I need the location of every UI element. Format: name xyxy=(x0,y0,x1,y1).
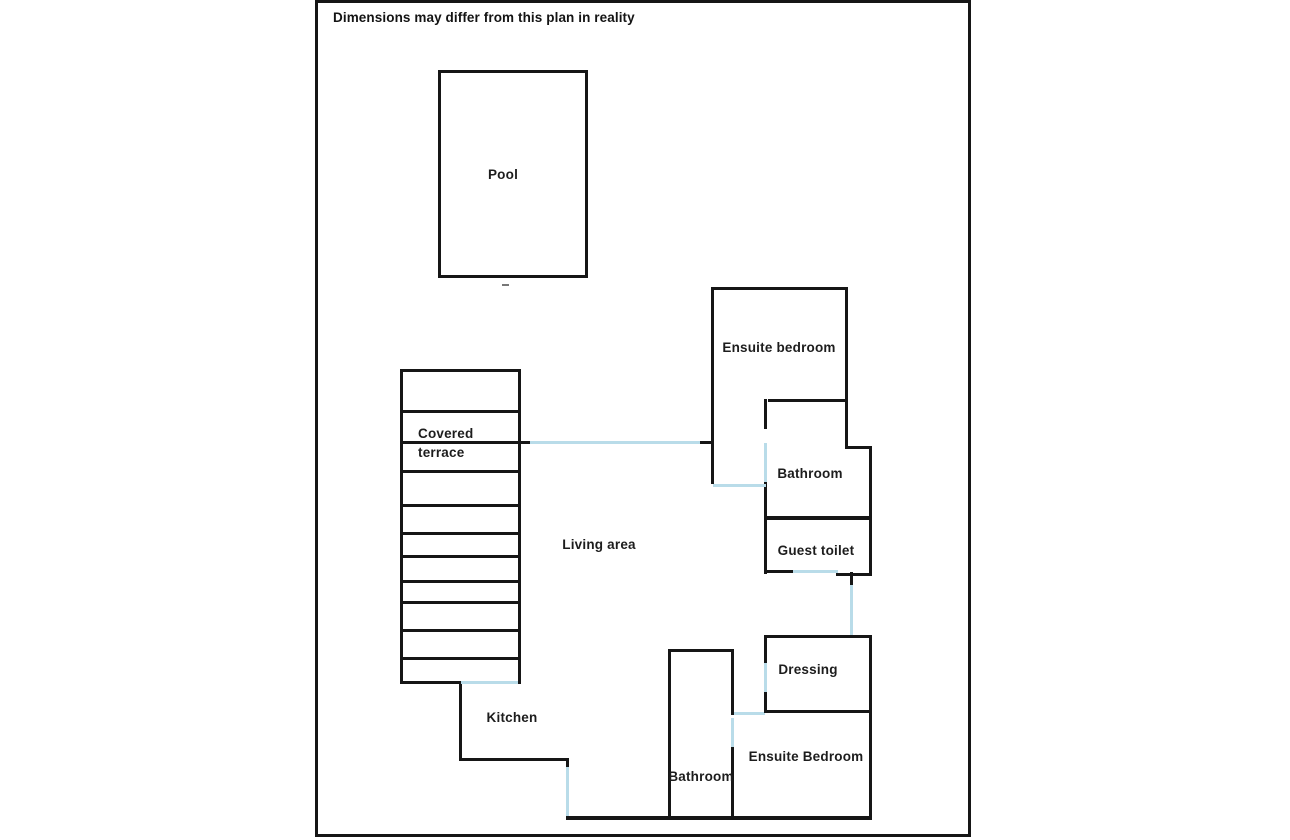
terrace-slat xyxy=(400,580,521,583)
terrace-slat xyxy=(400,441,521,444)
pool-label: Pool xyxy=(487,167,519,182)
guest-toilet-bottom-wall xyxy=(764,570,795,573)
door-opening xyxy=(713,484,766,487)
bathroom-bottom-label: Bathroom xyxy=(668,769,734,784)
bathroom-bottom-right-wall xyxy=(731,747,734,820)
wall-segment xyxy=(566,758,569,768)
guest-toilet-label: Guest toilet xyxy=(777,543,855,558)
bathroom-bottom-right-wall xyxy=(731,649,734,715)
bottom-wall xyxy=(566,816,872,820)
wall-segment xyxy=(700,441,713,444)
terrace-slat xyxy=(400,504,521,507)
terrace-outline xyxy=(400,369,521,684)
bathroom-top-right-wall xyxy=(845,399,848,448)
covered-terrace-label-line1: Covered xyxy=(418,426,474,441)
covered-terrace-label: Covered terrace xyxy=(418,424,473,462)
door-opening xyxy=(530,441,702,444)
wall-segment xyxy=(518,441,531,444)
door-opening xyxy=(734,712,765,715)
kitchen-bottom-wall xyxy=(459,758,569,761)
bathroom-bottom-top-wall xyxy=(668,649,734,652)
bathroom-top-top-wall xyxy=(768,399,848,402)
covered-terrace-label-line2: terrace xyxy=(418,445,465,460)
terrace-slat xyxy=(400,629,521,632)
disclaimer-text: Dimensions may differ from this plan in … xyxy=(333,10,635,25)
dressing-top-wall xyxy=(764,635,872,638)
terrace-slat xyxy=(400,601,521,604)
dressing-left-wall xyxy=(764,635,767,665)
door-opening xyxy=(850,585,853,635)
pool-outline xyxy=(438,70,588,278)
bathroom-top-left-wall xyxy=(764,482,767,574)
right-wall xyxy=(869,635,872,820)
living-area-label: Living area xyxy=(562,537,636,552)
terrace-slat xyxy=(400,657,521,660)
bathroom-top-label: Bathroom xyxy=(777,466,843,481)
kitchen-left-wall xyxy=(459,684,462,761)
dressing-label: Dressing xyxy=(778,662,838,677)
bathroom-bottom-left-wall xyxy=(668,649,671,820)
wall-segment xyxy=(850,572,853,586)
bathroom-top-left-wall xyxy=(764,399,767,429)
terrace-slat xyxy=(400,532,521,535)
ensuite-top-right-wall xyxy=(845,287,848,402)
door-opening xyxy=(793,570,838,573)
door-opening xyxy=(461,681,518,684)
door-opening xyxy=(566,767,569,817)
ensuite-bedroom-bottom-label: Ensuite Bedroom xyxy=(748,749,864,764)
door-opening xyxy=(731,718,734,749)
kitchen-label: Kitchen xyxy=(486,710,538,725)
terrace-slat xyxy=(400,470,521,473)
bathroom-guest-divider-wall xyxy=(764,516,872,520)
plan-border xyxy=(315,0,971,837)
dressing-bottom-wall xyxy=(764,710,872,713)
terrace-slat xyxy=(400,555,521,558)
guest-toilet-right-wall xyxy=(869,448,872,574)
ensuite-top-top-wall xyxy=(711,287,848,290)
guest-toilet-bottom-wall xyxy=(836,573,872,576)
door-opening xyxy=(764,443,767,484)
wall-segment xyxy=(845,446,872,449)
dressing-left-wall xyxy=(764,692,767,713)
terrace-slat xyxy=(400,410,521,413)
door-opening xyxy=(764,663,767,694)
ensuite-top-left-wall xyxy=(711,287,714,484)
ensuite-bedroom-top-label: Ensuite bedroom xyxy=(722,340,836,355)
tick-mark xyxy=(502,284,509,286)
